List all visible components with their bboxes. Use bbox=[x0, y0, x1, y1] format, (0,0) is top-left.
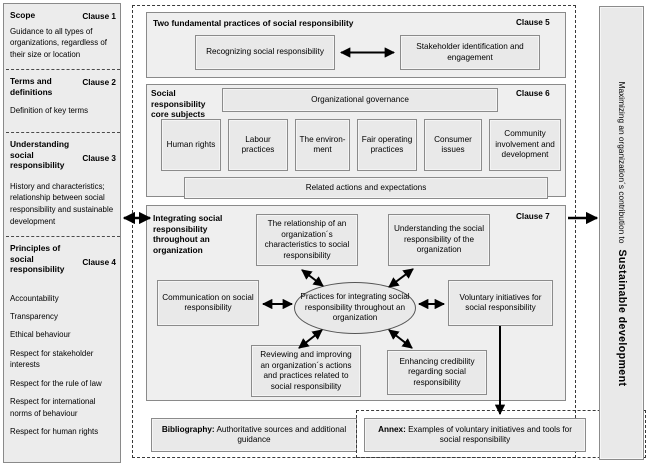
principle-item: Respect for the rule of law bbox=[10, 378, 102, 388]
left-separator-3 bbox=[6, 236, 120, 237]
clause6-clause-label: Clause 6 bbox=[516, 89, 550, 98]
principle-item: Ethical behaviour bbox=[10, 330, 71, 340]
clause7-title: Integrating social responsibility throug… bbox=[153, 213, 223, 255]
annex-box: Annex: Examples of voluntary initiatives… bbox=[364, 418, 586, 452]
scope-body: Guidance to all types of organizations, … bbox=[10, 26, 107, 60]
principle-item: Accountability bbox=[10, 293, 59, 303]
clause6-related-actions-box: Related actions and expectations bbox=[184, 177, 548, 199]
annex-text: Examples of voluntary initiatives and to… bbox=[408, 424, 572, 445]
understanding-title: Understanding social responsibility bbox=[10, 139, 70, 170]
core-subject-labour-practices: Labour practices bbox=[228, 119, 288, 171]
terms-body: Definition of key terms bbox=[10, 106, 89, 115]
left-section-terms: Terms and definitions Clause 2 Definitio… bbox=[4, 72, 122, 119]
standard-body-dashed-container bbox=[132, 5, 576, 458]
terms-title: Terms and definitions bbox=[10, 76, 53, 97]
bibliography-text: Authoritative sources and additional gui… bbox=[216, 424, 347, 445]
clause7-clause-label: Clause 7 bbox=[516, 212, 550, 221]
annex-label: Annex: bbox=[378, 424, 406, 434]
principles-title: Principles of social responsibility bbox=[10, 243, 65, 274]
left-section-principles: Principles of social responsibility Clau… bbox=[4, 239, 122, 447]
left-section-understanding: Understanding social responsibility Clau… bbox=[4, 135, 122, 230]
left-section-scope: Scope Clause 1 Guidance to all types of … bbox=[4, 6, 122, 63]
principle-item: Respect for international norms of behav… bbox=[10, 397, 96, 418]
understanding-clause: Clause 3 bbox=[82, 154, 116, 163]
left-separator-1 bbox=[6, 69, 120, 70]
clause7-box-voluntary-initiatives: Voluntary initiatives for social respons… bbox=[448, 280, 553, 326]
clause5-box-recognizing: Recognizing social responsibility bbox=[195, 35, 335, 70]
principles-clause: Clause 4 bbox=[82, 258, 116, 267]
clause7-box-communication: Communication on social responsibility bbox=[157, 280, 259, 326]
clause7-box-enhancing-credibility: Enhancing credibility regarding social r… bbox=[387, 350, 487, 395]
clause6-governance-box: Organizational governance bbox=[222, 88, 498, 112]
clause5-title: Two fundamental practices of social resp… bbox=[153, 18, 354, 28]
scope-title: Scope bbox=[10, 10, 36, 20]
clause5-box-stakeholder: Stakeholder identification and engagemen… bbox=[400, 35, 540, 70]
sustainable-development-bar: Maximizing an organization´s contributio… bbox=[599, 6, 644, 460]
clause6-title: Social responsibility core subjects bbox=[151, 88, 206, 119]
sustainable-development-label: Sustainable development bbox=[616, 249, 629, 387]
core-subject-consumer-issues: Consumer issues bbox=[424, 119, 482, 171]
left-column-clauses: Scope Clause 1 Guidance to all types of … bbox=[3, 3, 121, 463]
clause7-box-relationship: The relationship of an organization´s ch… bbox=[256, 214, 358, 266]
bibliography-label: Bibliography: bbox=[161, 424, 215, 434]
clause7-center-ellipse: Practices for integrating social respons… bbox=[294, 282, 416, 334]
principle-item: Transparency bbox=[10, 311, 58, 321]
clause7-box-reviewing-improving: Reviewing and improving an organization´… bbox=[251, 345, 361, 397]
maximizing-contribution-label: Maximizing an organization´s contributio… bbox=[617, 81, 628, 244]
understanding-body: History and characteristics; relationshi… bbox=[10, 181, 114, 227]
core-subject-fair-operating-practices: Fair operating practices bbox=[357, 119, 417, 171]
terms-clause: Clause 2 bbox=[82, 78, 116, 87]
principle-item: Respect for stakeholder interests bbox=[10, 348, 94, 370]
principles-list: Accountability Transparency Ethical beha… bbox=[10, 293, 116, 438]
bibliography-box: Bibliography: Authoritative sources and … bbox=[151, 418, 357, 452]
core-subject-human-rights: Human rights bbox=[161, 119, 221, 171]
left-separator-2 bbox=[6, 132, 120, 133]
core-subject-the-environment: The environ-ment bbox=[295, 119, 350, 171]
scope-clause: Clause 1 bbox=[82, 12, 116, 21]
sustainable-development-text: Maximizing an organization´s contributio… bbox=[600, 7, 645, 461]
principle-item: Respect for human rights bbox=[10, 427, 99, 437]
clause5-clause-label: Clause 5 bbox=[516, 18, 550, 27]
core-subject-community-involvement: Community involvement and development bbox=[489, 119, 561, 171]
clause7-box-understanding: Understanding the social responsibility … bbox=[388, 214, 490, 266]
